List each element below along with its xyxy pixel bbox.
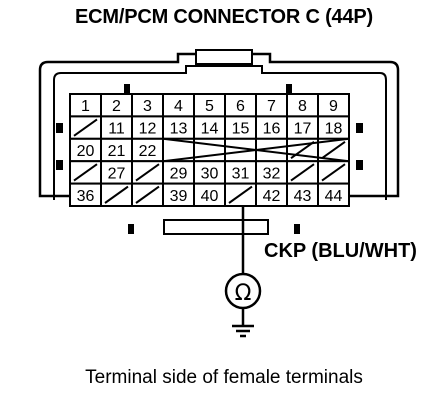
ohm-symbol: Ω (235, 281, 252, 306)
housing-tab (195, 49, 253, 65)
terminal-number: 29 (170, 165, 188, 182)
terminal-number: 21 (108, 143, 126, 160)
terminal-cell (317, 182, 350, 208)
unused-terminal-slash (104, 185, 129, 204)
terminal-number: 36 (77, 188, 95, 205)
terminal-number: 39 (170, 188, 188, 205)
terminal-number: 5 (205, 98, 214, 115)
terminal-number: 1 (81, 98, 90, 115)
unused-terminal-slash (135, 185, 160, 204)
terminal-number: 13 (170, 121, 188, 138)
unused-block-cross (162, 137, 350, 163)
unused-terminal-slash (135, 163, 160, 182)
connector-housing-inner (53, 65, 387, 200)
terminal-number: 20 (77, 143, 95, 160)
right-lock-top (356, 123, 363, 133)
terminal-number: 30 (201, 165, 219, 182)
terminal-number: 11 (108, 121, 125, 138)
terminal-number: 15 (232, 121, 250, 138)
terminal-number: 31 (232, 165, 250, 182)
terminal-number: 8 (298, 98, 307, 115)
caption: Terminal side of female terminals (85, 367, 363, 388)
unused-terminal-slash (228, 185, 253, 204)
terminal-number: 9 (329, 98, 338, 115)
terminal-number: 44 (325, 188, 343, 205)
right-lock-bottom (356, 160, 363, 170)
terminal-number: 18 (325, 121, 343, 138)
unused-terminal-slash (321, 140, 346, 160)
terminal-number: 6 (236, 98, 245, 115)
terminal-number: 12 (139, 121, 157, 138)
terminal-number: 7 (267, 98, 276, 115)
housing-bottom-latch (163, 219, 269, 235)
terminal-number: 40 (201, 188, 219, 205)
terminal-number: 27 (108, 165, 126, 182)
terminal-number: 16 (263, 121, 281, 138)
terminal-number: 22 (139, 143, 157, 160)
top-notch-right (286, 84, 292, 94)
terminal-number: 3 (143, 98, 152, 115)
connector-housing (38, 52, 400, 198)
left-lock-bottom (56, 160, 63, 170)
unused-terminal-slash (73, 163, 98, 182)
terminal-number: 2 (112, 98, 121, 115)
terminal-number: 42 (263, 188, 281, 205)
unused-terminal-slash (290, 163, 315, 182)
terminal-number: 32 (263, 165, 281, 182)
bottom-notch-left (128, 224, 134, 234)
terminal-number: 17 (294, 121, 312, 138)
unused-terminal-slash (73, 118, 98, 137)
unused-terminal-slash (321, 163, 346, 182)
terminal-number: 14 (201, 121, 219, 138)
left-lock-top (56, 123, 63, 133)
top-notch-left (124, 84, 130, 94)
terminal-number: 43 (294, 188, 312, 205)
terminal-number: 4 (174, 98, 183, 115)
ground-icon (232, 324, 254, 338)
connector-title: ECM/PCM CONNECTOR C (44P) (75, 6, 373, 28)
bottom-notch-right (294, 224, 300, 234)
signal-label: CKP (BLU/WHT) (264, 240, 417, 262)
